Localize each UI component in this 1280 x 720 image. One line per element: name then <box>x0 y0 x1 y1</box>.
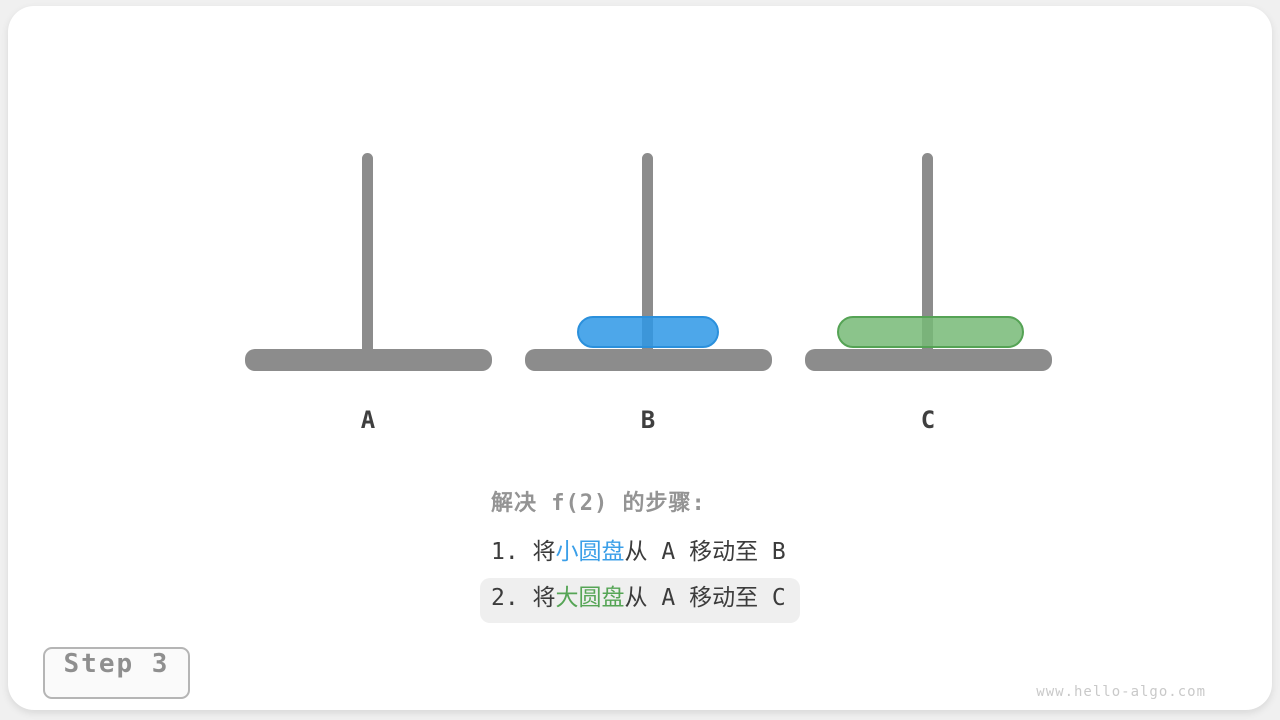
small-disk <box>577 316 719 348</box>
step-item-1: 1. 将小圆盘从 A 移动至 B <box>491 532 786 577</box>
step-2-prefix: 2. 将 <box>491 585 556 611</box>
peg-a-label: A <box>360 406 376 434</box>
watermark: www.hello-algo.com <box>1036 684 1206 700</box>
peg-b-pole <box>642 153 653 360</box>
step-1-prefix: 1. 将 <box>491 539 556 565</box>
step-1-suffix: 从 A 移动至 B <box>624 539 786 565</box>
peg-c-base <box>805 349 1052 371</box>
peg-b-label: B <box>640 406 656 434</box>
peg-c-label: C <box>920 406 936 434</box>
steps-title: 解决 f(2) 的步骤: <box>491 491 706 516</box>
step-2-suffix: 从 A 移动至 C <box>624 585 786 611</box>
large-disk <box>837 316 1024 348</box>
step-1-disk-name: 小圆盘 <box>555 539 625 565</box>
peg-c-pole <box>922 153 933 360</box>
peg-b-base <box>525 349 772 371</box>
step-2-disk-name: 大圆盘 <box>555 585 625 611</box>
step-badge: Step 3 <box>43 647 190 699</box>
figure-card: A B C 解决 f(2) 的步骤: 1. 将小圆盘从 A 移动至 B 2. 将… <box>8 6 1272 710</box>
peg-a-pole <box>362 153 373 360</box>
peg-a-base <box>245 349 492 371</box>
step-item-2-highlighted: 2. 将大圆盘从 A 移动至 C <box>480 578 800 623</box>
